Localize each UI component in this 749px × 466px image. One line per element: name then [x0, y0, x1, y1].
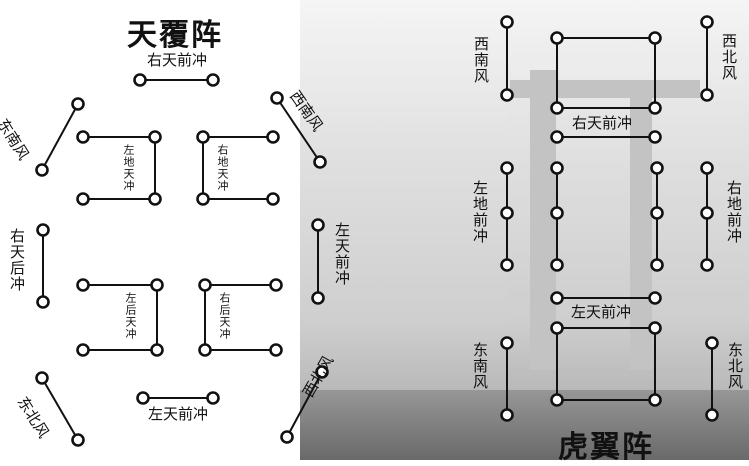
- huyi-ne-pair: [700, 15, 714, 102]
- tianfu-bottom-pair: [136, 391, 220, 405]
- tianfu-title: 天覆阵: [127, 18, 223, 53]
- background-ground: [300, 390, 749, 460]
- tianfu-ne-pair: [270, 91, 327, 169]
- tianfu-formation: [35, 73, 329, 447]
- tianfu-inner-br: [198, 278, 283, 357]
- huyi-se-label: 东北风: [726, 342, 744, 390]
- huyi-sw-pair: [500, 336, 514, 422]
- huyi-center-top-pair: [550, 130, 662, 144]
- tianfu-right-pair: [311, 218, 325, 305]
- huyi-right-column: [700, 161, 714, 272]
- tianfu-right-label: 左天前冲: [333, 222, 351, 286]
- tianfu-left-label: 右天后冲: [8, 228, 26, 292]
- huyi-sw-label: 东南风: [471, 342, 489, 390]
- huyi-left-label: 左地前冲: [471, 180, 489, 244]
- huyi-left-column: [500, 161, 514, 272]
- huyi-center-bottom-label: 左天前冲: [571, 303, 632, 321]
- huyi-se-pair: [705, 336, 719, 422]
- huyi-bottom-box: [550, 321, 662, 407]
- huyi-nw-pair: [500, 15, 514, 102]
- tianfu-inner-bl: [76, 278, 164, 357]
- background-gate-pillar: [630, 90, 652, 370]
- huyi-center-top-label: 右天前冲: [572, 114, 633, 132]
- tianfu-nw-pair: [35, 97, 85, 177]
- huyi-right-label: 右地前冲: [725, 180, 743, 244]
- tianfu-top-pair: [133, 73, 220, 87]
- huyi-center-left-column: [550, 161, 564, 272]
- tianfu-inner-br-label: 右后天冲: [218, 292, 231, 340]
- background-gate-pillar: [530, 70, 556, 370]
- tianfu-inner-tr-label: 右地天冲: [216, 144, 229, 192]
- tianfu-inner-bl-label: 左后天冲: [124, 292, 137, 340]
- tianfu-inner-tl: [76, 130, 162, 206]
- huyi-nw-label: 西南风: [472, 36, 490, 84]
- background-photo: [300, 0, 749, 460]
- tianfu-top-label: 右天前冲: [147, 51, 208, 69]
- tianfu-inner-tl-label: 左地天冲: [122, 144, 135, 192]
- tianfu-bottom-label: 左天前冲: [148, 405, 209, 423]
- huyi-ne-label: 西北风: [720, 33, 738, 81]
- tianfu-sw-pair: [35, 371, 85, 447]
- huyi-top-box: [550, 31, 662, 115]
- tianfu-inner-tr: [196, 130, 280, 206]
- huyi-center-right-column: [650, 161, 664, 272]
- huyi-center-bottom-pair: [550, 291, 662, 305]
- huyi-title: 虎翼阵: [558, 430, 654, 465]
- tianfu-se-pair: [280, 365, 329, 444]
- tianfu-left-pair: [36, 223, 50, 309]
- huyi-formation: [500, 15, 719, 422]
